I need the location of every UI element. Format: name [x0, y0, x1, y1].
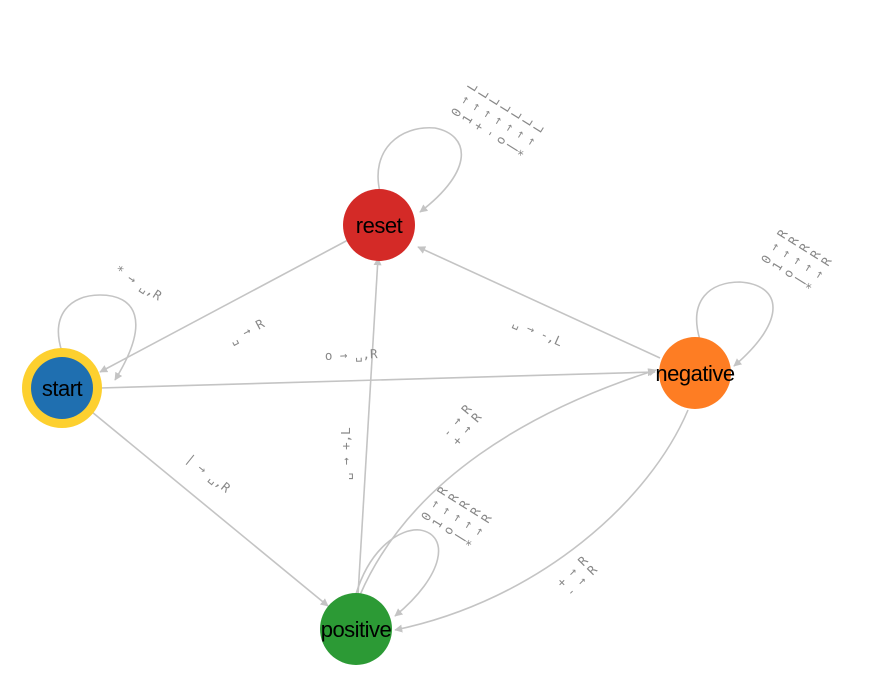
- label-negative-positive: + → R - → R: [554, 553, 601, 600]
- label-reset-self: 0 → L 1 → L + → L - → L o → L | → L * → …: [448, 80, 547, 161]
- node-positive[interactable]: positive: [320, 593, 392, 665]
- edge-start-negative[interactable]: [99, 368, 656, 389]
- edge-reset-self[interactable]: [377, 127, 463, 213]
- node-start[interactable]: start: [22, 348, 102, 428]
- node-positive-label: positive: [321, 617, 392, 642]
- edge-negative-self[interactable]: [695, 281, 774, 367]
- label-reset-start: ␣ → R: [226, 316, 267, 347]
- edge-negative-positive[interactable]: [394, 409, 689, 633]
- node-negative-circle: [659, 337, 731, 409]
- label-positive-self: 0 → R 1 → R o → R | → R * → R: [418, 483, 495, 551]
- label-start-positive: | → ␣,R: [183, 451, 234, 496]
- label-negative-reset: ␣ → -,L: [511, 314, 565, 349]
- label-start-negative: o → ␣,R: [325, 346, 379, 363]
- node-negative[interactable]: negative: [655, 337, 735, 409]
- label-start-self: * → ␣,R: [112, 262, 165, 304]
- node-reset-circle: [343, 189, 415, 261]
- node-start-circle: [31, 357, 93, 419]
- node-reset[interactable]: reset: [343, 189, 415, 261]
- label-positive-negative: - → R + → R: [439, 401, 485, 448]
- edge-start-self[interactable]: [57, 294, 137, 381]
- nodes: start reset negative positive: [22, 189, 735, 665]
- edge-labels: * → ␣,R ␣ → R o → ␣,R | → ␣,R ␣ → -,L ␣ …: [112, 80, 834, 600]
- node-negative-label: negative: [655, 361, 734, 386]
- edge-positive-reset[interactable]: [357, 257, 382, 596]
- edge-positive-negative[interactable]: [359, 368, 657, 596]
- edge-reset-start[interactable]: [99, 239, 349, 373]
- edge-start-positive[interactable]: [91, 411, 329, 607]
- node-positive-circle: [320, 593, 392, 665]
- label-positive-reset: ␣ → +,L: [338, 427, 353, 480]
- label-negative-self: 0 → R 1 → R o → R | → R * → R: [758, 226, 835, 294]
- edge-positive-self[interactable]: [355, 529, 440, 617]
- edges: [57, 127, 774, 633]
- edge-negative-reset[interactable]: [417, 246, 661, 359]
- node-reset-label: reset: [356, 213, 403, 238]
- node-start-label: start: [42, 376, 83, 401]
